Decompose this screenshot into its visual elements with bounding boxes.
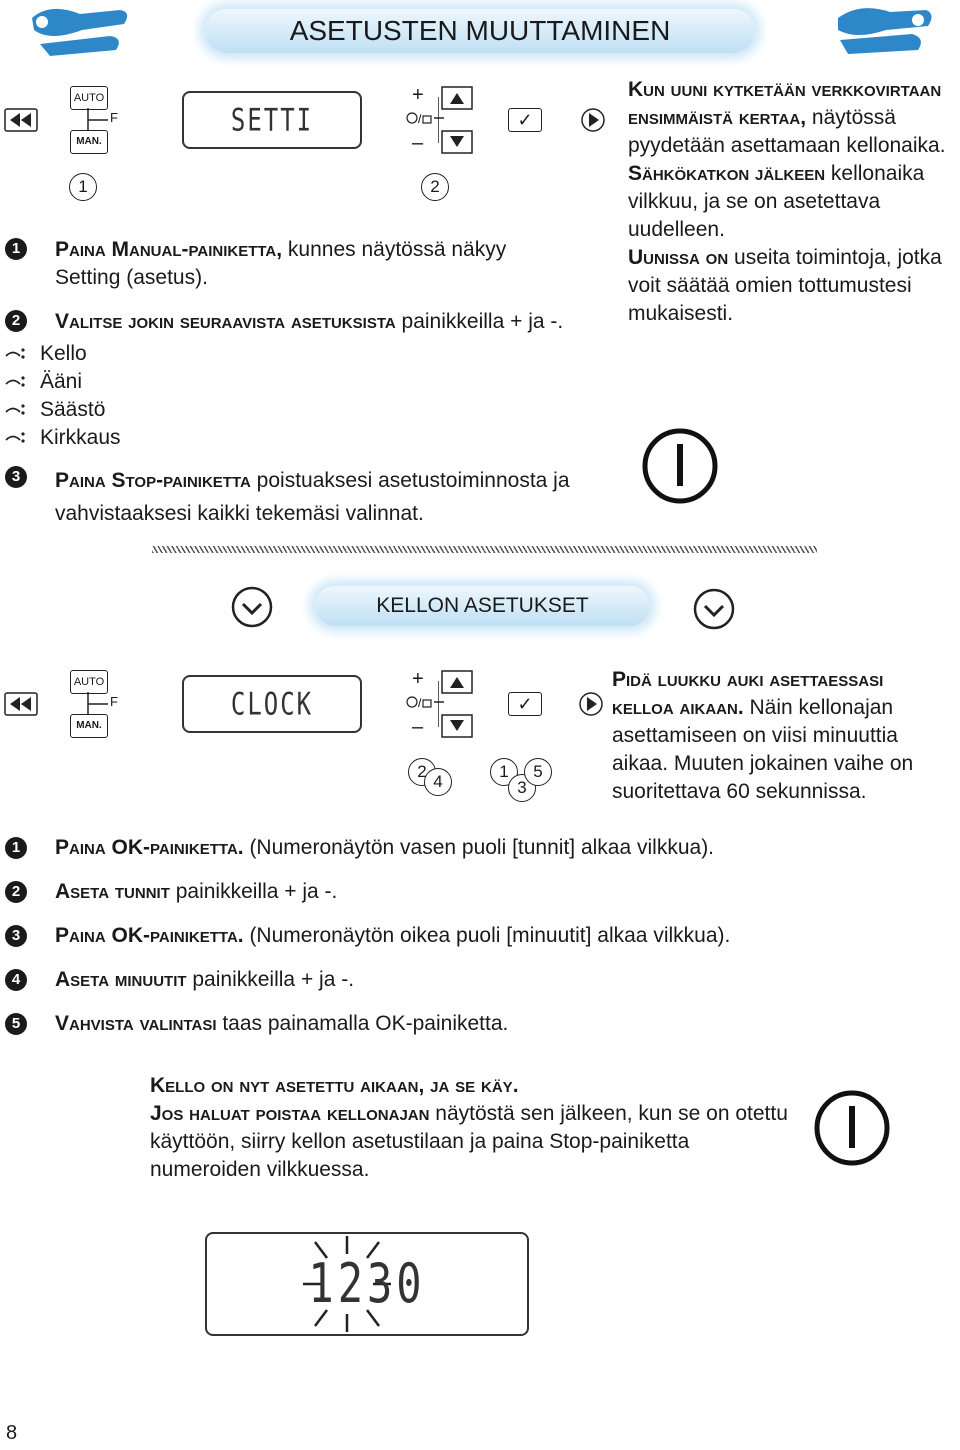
callout-2: 2 (421, 173, 449, 201)
chevron-down-icon (231, 586, 273, 628)
wrench-icon (838, 8, 932, 54)
arrow-down-icon (450, 720, 464, 731)
list-item: Kirkkaus (0, 424, 300, 452)
plus-minus-buttons (438, 86, 473, 154)
lcd-text: SETTI (230, 101, 314, 139)
final-text: Kello on nyt asetettu aikaan, ja se käy.… (150, 1074, 788, 1181)
timer-lock-icon: / (406, 112, 444, 126)
callout-5: 5 (524, 758, 552, 786)
f-label: F (110, 110, 118, 125)
f-connector-icon (87, 108, 108, 130)
step-number: 2 (5, 881, 27, 903)
arrow-up-icon (450, 93, 464, 104)
man-button[interactable]: MAN. (70, 714, 108, 738)
minus-label: – (412, 716, 424, 738)
step-text: Paina Stop-painiketta poistuaksesi asetu… (55, 469, 570, 525)
step-number: 3 (5, 466, 27, 488)
svg-text:/: / (418, 696, 422, 710)
plus-minus-buttons (438, 670, 473, 738)
clock-display: 1230 (205, 1232, 529, 1336)
step-number: 2 (5, 310, 27, 332)
info-paragraph: Sähkökatkon jälkeen kellonaika vilkkuu, … (628, 162, 925, 241)
minus-label: – (412, 132, 424, 154)
swipe-icon (5, 376, 25, 387)
ok-button[interactable]: ✓ (508, 692, 542, 716)
man-button[interactable]: MAN. (70, 130, 108, 154)
list-item: 3 Paina OK-painiketta. (Numeronäytön oik… (0, 922, 900, 966)
step-number: 1 (5, 238, 27, 260)
auto-button[interactable]: AUTO (70, 670, 108, 694)
plus-label: + (412, 84, 424, 106)
lcd-display: SETTI (182, 91, 362, 149)
step-text: Valitse jokin seuraavista asetuksista pa… (55, 310, 564, 333)
list-item: 5 Vahvista valintasi taas painamalla OK-… (0, 1010, 900, 1054)
blink-rays-icon (303, 1236, 391, 1332)
chevron-down-icon (693, 588, 735, 630)
ok-button[interactable]: ✓ (508, 108, 542, 132)
swipe-icon (5, 404, 25, 415)
list-item: Kello (0, 340, 300, 368)
info-paragraph: Uunissa on useita toimintoja, jotka voit… (628, 246, 942, 325)
wrench-icon (32, 8, 128, 56)
stop-button-icon (642, 428, 718, 504)
stop-button-icon (814, 1090, 890, 1166)
section-title: ASETUSTEN MUUTTAMINEN (289, 15, 671, 46)
section-title-banner: KELLON ASETUKSET (315, 586, 650, 626)
section-title: KELLON ASETUKSET (376, 594, 589, 617)
divider (152, 546, 817, 553)
list-item: 2 Aseta tunnit painikkeilla + ja -. (0, 878, 900, 922)
callout-1: 1 (69, 173, 97, 201)
page-number: 8 (6, 1422, 18, 1444)
section-title-banner: ASETUSTEN MUUTTAMINEN (205, 9, 755, 53)
f-connector-icon (87, 692, 108, 714)
step-number: 5 (5, 1013, 27, 1035)
step-number: 4 (5, 969, 27, 991)
plus-label: + (412, 668, 424, 690)
step-text: Paina Manual-painiketta, kunnes näytössä… (55, 238, 507, 289)
timer-lock-icon: / (406, 696, 444, 710)
lcd-display: CLOCK (182, 675, 362, 733)
list-item: 4 Aseta minuutit painikkeilla + ja -. (0, 966, 900, 1010)
list-item: Säästö (0, 396, 300, 424)
play-icon[interactable] (578, 691, 604, 717)
swipe-icon (5, 432, 25, 443)
lcd-text: CLOCK (230, 685, 314, 723)
list-item: 1 Paina OK-painiketta. (Numeronäytön vas… (0, 834, 900, 878)
step-number: 1 (5, 837, 27, 859)
auto-button[interactable]: AUTO (70, 86, 108, 110)
step-number: 3 (5, 925, 27, 947)
play-icon[interactable] (580, 107, 606, 133)
back-icon[interactable] (4, 692, 38, 716)
note-text: Pidä luukku auki asettaessasi kelloa aik… (612, 668, 914, 803)
arrow-up-icon (450, 677, 464, 688)
arrow-down-icon (450, 136, 464, 147)
check-icon: ✓ (517, 110, 533, 130)
back-icon[interactable] (4, 108, 38, 132)
callout-1: 1 (490, 758, 518, 786)
info-paragraph: Kun uuni kytketään verkkovirtaan ensimmä… (628, 78, 946, 157)
swipe-icon (5, 348, 25, 359)
f-label: F (110, 694, 118, 709)
clock-digits: 1230 (308, 1251, 426, 1316)
info-text: Kun uuni kytketään verkkovirtaan ensimmä… (628, 76, 958, 328)
callout-4: 4 (424, 768, 452, 796)
check-icon: ✓ (517, 694, 533, 714)
list-item: Ääni (0, 368, 300, 396)
svg-text:/: / (418, 112, 422, 126)
